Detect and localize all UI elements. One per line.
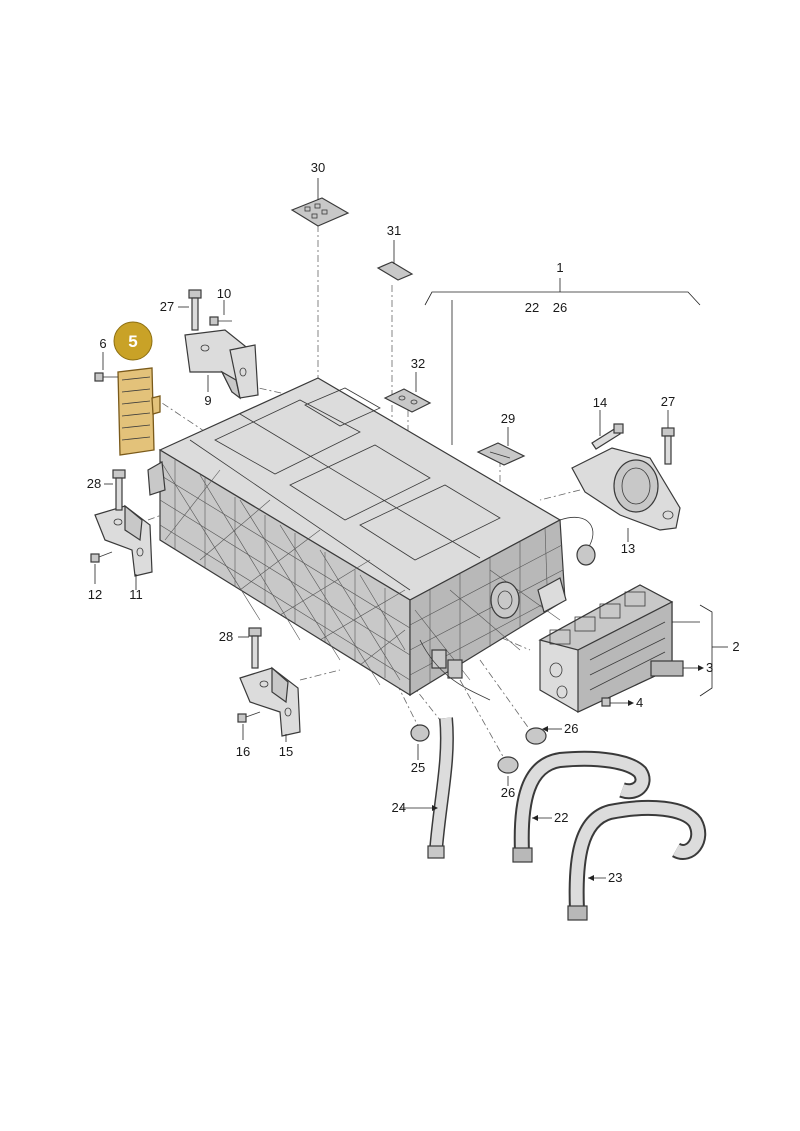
bracket-9 (184, 329, 259, 400)
callout-9: 9 (204, 393, 211, 408)
bolt-12 (90, 551, 113, 584)
callout-2: 2 (732, 639, 739, 654)
callout-26-mid: 26 (564, 721, 578, 736)
callout-11: 11 (129, 587, 143, 602)
hose-24 (400, 717, 454, 859)
callout-4: 4 (636, 695, 643, 710)
callout-22-bottom: 22 (554, 810, 568, 825)
callout-16: 16 (236, 744, 250, 759)
callout-25: 25 (411, 760, 425, 775)
clip-26-upper (525, 726, 562, 745)
label-plate-31 (376, 240, 414, 281)
callout-labels: 30 31 1 22 26 27 10 6 9 32 29 14 27 28 1… (87, 160, 740, 885)
flange-13 (571, 447, 681, 542)
callout-27-left: 27 (160, 299, 174, 314)
callout-1: 1 (556, 260, 563, 275)
bolt-28-lower (238, 627, 262, 669)
bracket-11 (94, 504, 153, 590)
bolt-27-right (661, 410, 675, 465)
bolt-14 (591, 410, 624, 450)
callout-32: 32 (411, 356, 425, 371)
bolt-6 (94, 352, 118, 382)
callout-6: 6 (99, 336, 106, 351)
callout-27-right: 27 (661, 394, 675, 409)
bolt-16 (237, 711, 261, 740)
callout-31: 31 (387, 223, 401, 238)
callout-10: 10 (217, 286, 231, 301)
highlight-badge-label: 5 (128, 332, 137, 351)
callout-26-low: 26 (501, 785, 515, 800)
callout-22-top: 22 (525, 300, 539, 315)
label-3 (650, 660, 704, 677)
callout-14: 14 (593, 395, 607, 410)
part-5-highlighted[interactable] (117, 367, 161, 456)
control-unit-2 (538, 584, 728, 713)
clip-26-lower (497, 756, 519, 786)
callout-15: 15 (279, 744, 293, 759)
bolt-10 (209, 300, 232, 326)
highlight-badge[interactable]: 5 (113, 321, 153, 361)
callout-12: 12 (88, 587, 102, 602)
bolt-4 (601, 697, 634, 707)
callout-26-top: 26 (553, 300, 567, 315)
clip-25 (410, 724, 430, 760)
callout-30: 30 (311, 160, 325, 175)
label-plate-30 (290, 178, 350, 227)
callout-13: 13 (621, 541, 635, 556)
callout-3: 3 (706, 660, 713, 675)
callout-24: 24 (392, 800, 406, 815)
assembly-bracket-1 (424, 278, 701, 445)
hose-22 (512, 750, 651, 863)
callout-29: 29 (501, 411, 515, 426)
label-plate-32 (383, 372, 432, 413)
bolt-27-left (178, 289, 202, 331)
callout-28-upper: 28 (87, 476, 101, 491)
bracket-15 (239, 666, 301, 742)
callout-28-lower: 28 (219, 629, 233, 644)
bolt-28-upper (104, 469, 126, 511)
callout-23: 23 (608, 870, 622, 885)
label-plate-29 (476, 427, 526, 466)
hose-23 (567, 799, 707, 921)
battery-housing (147, 377, 596, 701)
